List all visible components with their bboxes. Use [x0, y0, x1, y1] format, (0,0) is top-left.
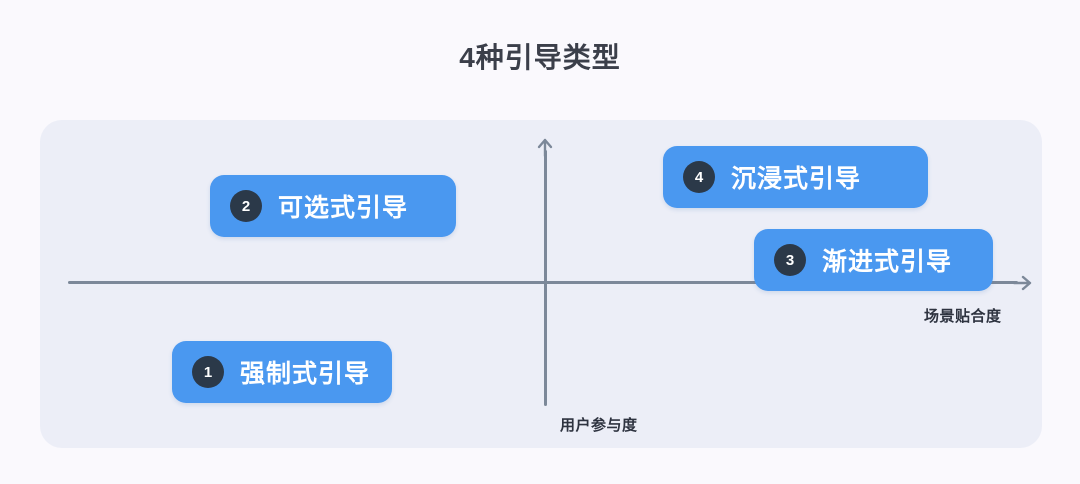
item-number-badge: 3	[774, 244, 806, 276]
guidance-type-item-2[interactable]: 2 可选式引导	[210, 175, 456, 237]
item-label: 强制式引导	[240, 360, 371, 388]
guidance-type-item-4[interactable]: 4 沉浸式引导	[663, 146, 928, 208]
page-title: 4种引导类型	[459, 42, 621, 73]
arrow-right-icon	[1012, 272, 1034, 294]
x-axis-label: 场景贴合度	[924, 308, 1002, 325]
guidance-type-item-3[interactable]: 3 渐进式引导	[754, 229, 993, 291]
item-label: 沉浸式引导	[731, 165, 862, 193]
y-axis-line	[544, 150, 547, 406]
item-number-badge: 2	[230, 190, 262, 222]
arrow-up-icon	[534, 136, 556, 158]
item-number-badge: 4	[683, 161, 715, 193]
item-number-badge: 1	[192, 356, 224, 388]
item-label: 渐进式引导	[822, 248, 953, 276]
guidance-type-item-1[interactable]: 1 强制式引导	[172, 341, 392, 403]
item-label: 可选式引导	[278, 194, 409, 222]
y-axis-label: 用户参与度	[560, 417, 638, 434]
x-axis-line	[68, 281, 1018, 284]
